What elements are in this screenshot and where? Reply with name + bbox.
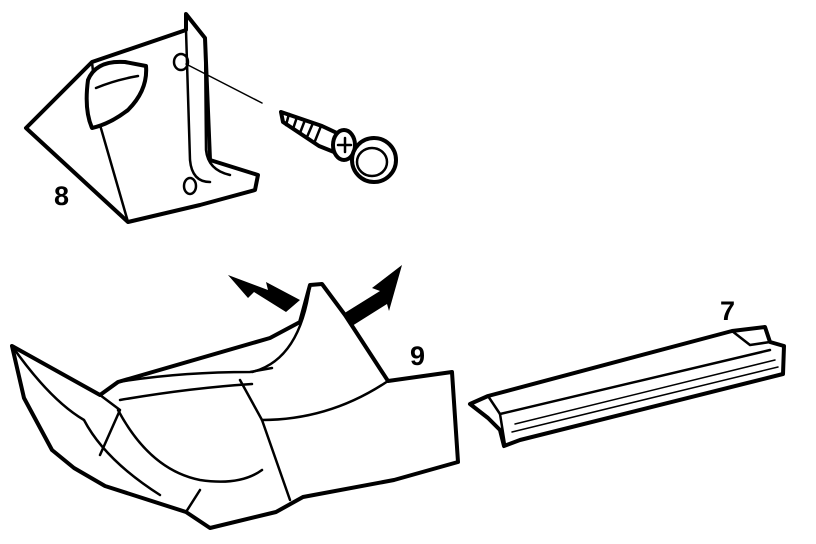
rail-part-7 xyxy=(468,325,786,448)
label-part-7: 7 xyxy=(720,296,735,326)
arrow-icon xyxy=(343,265,402,326)
screw-cap-icon xyxy=(350,136,398,184)
screw-icon xyxy=(279,110,357,162)
arrow-icon xyxy=(228,275,300,312)
label-part-8: 8 xyxy=(54,181,69,211)
bracket-part-8 xyxy=(24,12,263,224)
label-part-9: 9 xyxy=(410,341,425,371)
trim-part-9 xyxy=(10,282,460,530)
